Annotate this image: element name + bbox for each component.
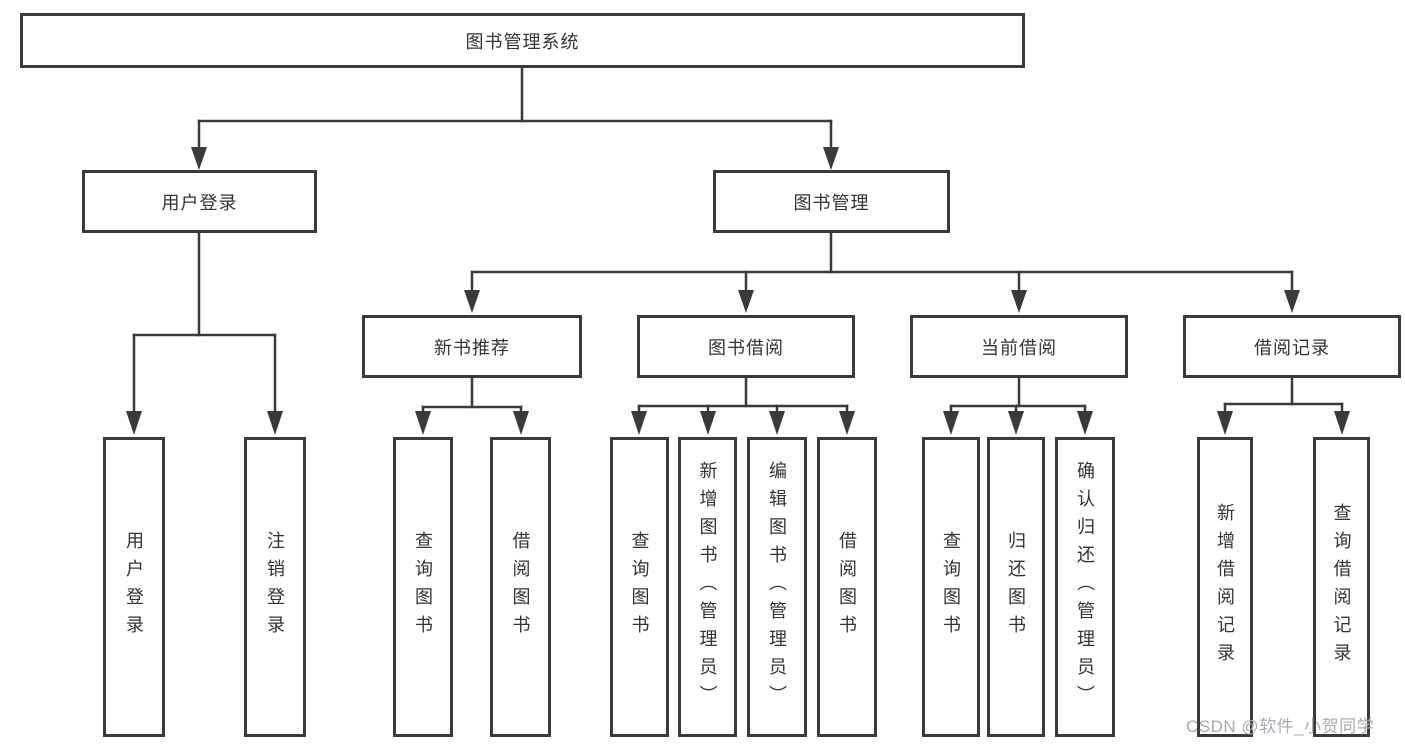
node-book-borrowing: 图书借阅 <box>637 315 855 378</box>
leaf-user-login: 用户登录 <box>103 437 165 737</box>
leaf-add-books-admin: 新增图书（管理员） <box>678 437 737 737</box>
node-current-borrowing: 当前借阅 <box>910 315 1128 378</box>
leaf-query-borrow-record: 查询借阅记录 <box>1313 437 1370 737</box>
leaf-logout: 注销登录 <box>244 437 306 737</box>
connector-new-book-recommendation-children <box>415 376 529 435</box>
connector-borrowing-records-children <box>1217 376 1350 435</box>
leaf-borrow-books-borrowing: 借阅图书 <box>817 437 877 737</box>
leaf-query-books-current: 查询图书 <box>922 437 980 737</box>
leaf-add-borrow-record: 新增借阅记录 <box>1197 437 1253 737</box>
node-user-login: 用户登录 <box>82 170 317 233</box>
connector-root-to-level2 <box>191 66 839 170</box>
node-new-book-recommendation: 新书推荐 <box>362 315 582 378</box>
leaf-query-books-recommendation: 查询图书 <box>393 437 453 737</box>
connector-book-borrowing-children <box>631 376 855 435</box>
watermark-text: CSDN @软件_小贺同学 <box>1186 717 1375 736</box>
leaf-return-books: 归还图书 <box>987 437 1045 737</box>
node-borrowing-records: 借阅记录 <box>1183 315 1401 378</box>
node-library-management-system: 图书管理系统 <box>20 13 1025 68</box>
leaf-confirm-return-admin: 确认归还（管理员） <box>1055 437 1115 737</box>
node-book-management: 图书管理 <box>713 170 950 233</box>
leaf-edit-books-admin: 编辑图书（管理员） <box>747 437 807 737</box>
leaf-borrow-books-recommendation: 借阅图书 <box>490 437 551 737</box>
connector-current-borrowing-children <box>943 376 1093 435</box>
connector-user-login-children <box>126 231 283 435</box>
connector-book-management-children <box>464 231 1300 313</box>
leaf-query-books-borrowing: 查询图书 <box>610 437 669 737</box>
